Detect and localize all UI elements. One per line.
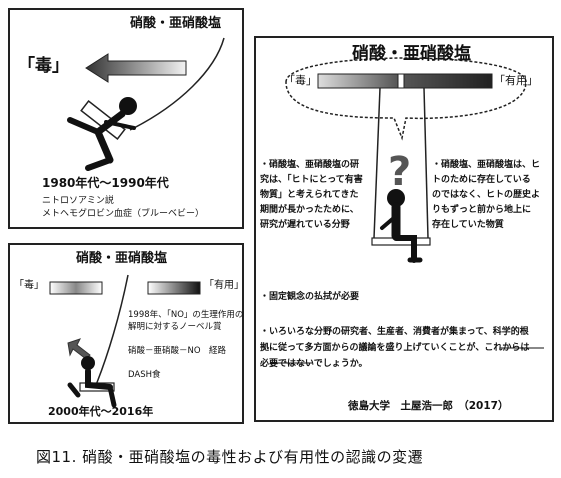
right-title: 硝酸・亜硝酸塩 [352,44,471,64]
top-left-note-2: メトヘモグロビン血症（ブルーベビー） [42,209,205,219]
useful-bar [403,73,493,89]
swing-rope-left [373,87,381,239]
text-line: のではなく、ヒトの歴史よ [432,190,541,200]
text-line: 存在していた物質 [432,220,504,230]
text-line: ・硝酸塩、亜硝酸塩の研 [260,160,360,170]
person-head [81,356,95,370]
panel-top-left: 硝酸・亜硝酸塩 「毒」 1980年代～1990年代 ニトロソアミン説 メトヘモグ… [8,8,244,229]
top-left-poison-label: 「毒」 [18,56,69,76]
figure-caption: 図11. 硝酸・亜硝酸塩の毒性および有用性の認識の変遷 [36,448,424,466]
top-left-illustration [67,37,225,171]
bottom-left-note-1: 1998年、「NO」の生理作用の [128,310,244,320]
bottom-left-illustration [49,274,201,408]
bottom-left-poison-label: 「毒」 [14,280,44,291]
right-useful-label: 「有用」 [494,74,538,87]
swing-rope [95,274,129,386]
swing-rope-right [423,87,429,239]
right-middle-text: ・固定観念の払拭が必要 [260,292,360,302]
middle-bar [397,73,405,89]
swing-rope [129,37,225,131]
swing-seat [80,100,126,140]
bottom-left-era: 2000年代～2016年 [48,405,154,418]
poison-bar [49,281,103,295]
thought-cloud [285,57,527,141]
question-mark: ? [388,149,412,195]
bottom-left-title: 硝酸・亜硝酸塩 [76,251,168,266]
text-line: 究は、「ヒトにとって有害 [260,175,363,185]
bottom-left-note-2: 解明に対するノーベル賞 [128,322,222,332]
top-left-title: 硝酸・亜硝酸塩 [130,16,222,31]
text-line: トのために存在している [432,175,531,185]
right-right-text: ・硝酸塩、亜硝酸塩は、ヒ トのために存在している のではなく、ヒトの歴史よ りも… [432,158,540,233]
text-line: 研究が遅れている分野 [260,220,350,230]
text-line: 拠に従って多方面からの議論を盛り上げていくことが、これからは [260,343,530,353]
person-head [387,189,405,207]
person-head [119,97,137,115]
top-left-note-1: ニトロソアミン説 [42,196,114,206]
text-line: 必要ではないでしょうか。 [260,359,368,369]
poison-bar [317,73,399,89]
panel-bottom-left: 硝酸・亜硝酸塩 「毒」 「有用」 1998年、「NO」の生理作用の 解明に対する… [8,243,244,424]
right-poison-label: 「毒」 [284,74,317,87]
right-illustration [270,57,544,364]
text-line: りもずっと前から地上に [432,205,532,215]
top-left-era: 1980年代～1990年代 [42,176,169,190]
bottom-left-useful-label: 「有用」 [204,280,244,291]
left-arrow-icon [85,53,187,83]
text-line: 物質」と考えられてきた [260,190,359,200]
bottom-left-note-4: DASH食 [128,370,161,380]
text-line: ・いろいろな分野の研究者、生産者、消費者が集まって、科学的根 [260,327,529,337]
useful-bar [147,281,201,295]
right-left-text: ・硝酸塩、亜硝酸塩の研 究は、「ヒトにとって有害 物質」と考えられてきた 期間が… [260,158,363,233]
panel-right: 硝酸・亜硝酸塩 「毒」 「有用」 ? ・硝酸塩、亜硝酸塩の研 究は、「ヒトにとっ… [254,36,554,422]
right-credit: 徳島大学 土屋浩一郎 （2017） [348,400,509,412]
right-bottom-text: ・いろいろな分野の研究者、生産者、消費者が集まって、科学的根 拠に従って多方面か… [260,324,529,372]
text-line: ・硝酸塩、亜硝酸塩は、ヒ [432,160,541,170]
pointer-arrow-icon [67,338,91,360]
text-line: 期間が長かったために、 [260,205,359,215]
bottom-left-note-3: 硝酸－亜硝酸－NO 経路 [128,346,227,356]
